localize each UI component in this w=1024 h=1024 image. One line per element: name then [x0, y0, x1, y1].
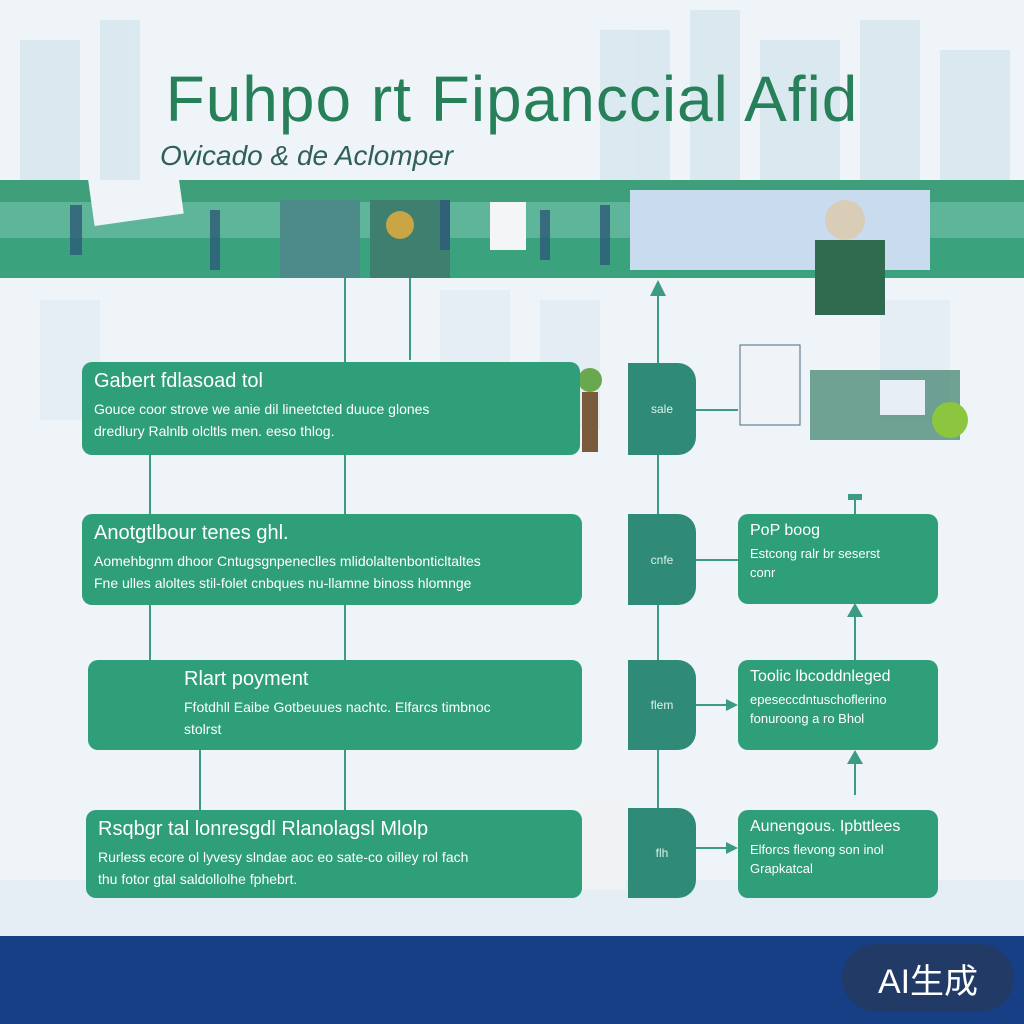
flow-node-1: sale	[628, 363, 696, 455]
step-text: dredlury Ralnlb olcltls men. eeso thlog.	[94, 423, 335, 439]
step-text: Rurless ecore ol lyvesy slndae aoc eo sa…	[98, 849, 469, 865]
step-text: thu fotor gtal saldollolhe fphebrt.	[98, 871, 298, 887]
step-heading: Rsqbgr tal lonresgdl Rlanolagsl Mlolp	[98, 818, 429, 840]
outcome-box-2: Toolic lbcoddnleged epeseccdntuschofleri…	[738, 660, 938, 750]
outcome-heading: Toolic lbcoddnleged	[750, 668, 891, 685]
outcome-text: Grapkatcal	[750, 861, 813, 876]
page-title: Fuhpo rt Fipanccial Afid	[165, 63, 859, 135]
step-heading: Anotgtlbour tenes ghl.	[94, 522, 289, 544]
flow-node-3: flem	[628, 660, 696, 750]
page-subtitle: Ovicado & de Aclomper	[160, 140, 454, 171]
illustration-documents	[739, 344, 968, 440]
step-text: stolrst	[184, 721, 222, 737]
step-heading: Gabert fdlasoad tol	[94, 370, 263, 392]
outcome-text: Elforcs flevong son inol	[750, 842, 884, 857]
illustration-person	[578, 368, 602, 452]
flow-node-4: flh	[628, 808, 696, 898]
outcome-box-3: Aunengous. Ipbttlees Elforcs flevong son…	[738, 810, 938, 898]
city-background	[0, 10, 1024, 940]
flow-connectors	[90, 200, 968, 854]
step-text: Aomehbgnm dhoor Cntugsgnpeneclles mlidol…	[94, 553, 481, 569]
ai-generated-badge: AI生成	[842, 944, 1014, 1012]
flow-node-2: cnfe	[628, 514, 696, 605]
step-box-2: Anotgtlbour tenes ghl. Aomehbgnm dhoor C…	[82, 514, 582, 605]
step-box-1: Gabert fdlasoad tol Gouce coor strove we…	[82, 362, 580, 455]
outcome-heading: PoP boog	[750, 522, 820, 539]
outcome-text: fonuroong a ro Bhol	[750, 711, 865, 726]
step-text: Fne ulles aloltes stil-folet cnbques nu-…	[94, 575, 472, 591]
step-box-3: Rlart poyment Ffotdhll Eaibe Gotbeuues n…	[88, 660, 582, 750]
illustration-presenter	[815, 200, 885, 315]
step-text: Gouce coor strove we anie dil lineetcted…	[94, 401, 430, 417]
outcome-text: Estcong ralr br seserst	[750, 546, 881, 561]
outcome-text: conr	[750, 565, 776, 580]
outcome-text: epeseccdntuschoflerino	[750, 692, 887, 707]
outcome-box-1: PoP boog Estcong ralr br seserst conr	[738, 514, 938, 604]
step-heading: Rlart poyment	[184, 668, 309, 690]
step-text: Ffotdhll Eaibe Gotbeuues nachtc. Elfarcs…	[184, 699, 491, 715]
step-box-4: Rsqbgr tal lonresgdl Rlanolagsl Mlolp Ru…	[86, 810, 582, 898]
outcome-heading: Aunengous. Ipbttlees	[750, 818, 901, 835]
